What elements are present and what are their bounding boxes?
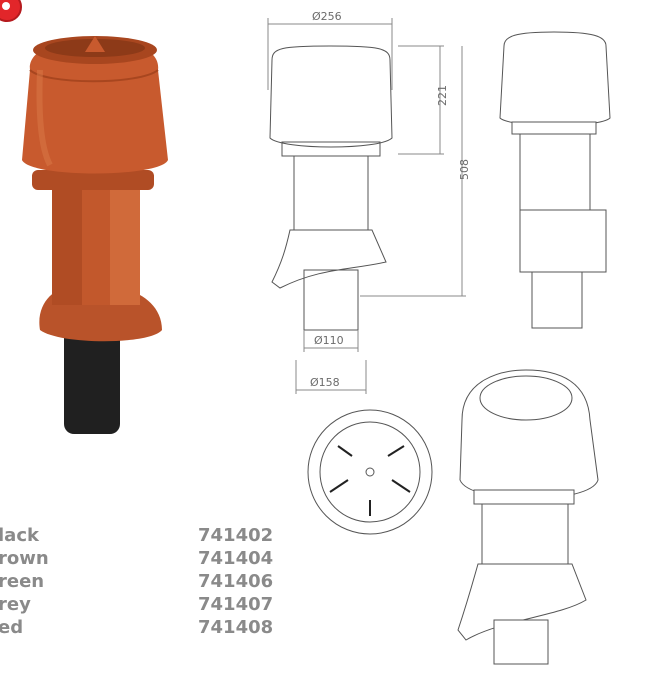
- variant-code: 741402: [198, 525, 274, 546]
- front-view-drawing: [499, 31, 611, 329]
- variant-list: lack 741402 rown 741404 reen 741406 rey …: [0, 524, 300, 639]
- top-view-drawing: [307, 409, 433, 535]
- isometric-drawing: [457, 369, 599, 665]
- product-photo: [22, 36, 168, 434]
- variant-row: rey 741407: [0, 593, 300, 616]
- dim-cap-height: 221: [436, 85, 449, 106]
- dim-pipe-diameter: Ø110: [314, 334, 344, 347]
- variant-row: reen 741406: [0, 570, 300, 593]
- variant-color: rey: [0, 594, 31, 615]
- variant-code: 741408: [198, 617, 274, 638]
- variant-row: ed 741408: [0, 616, 300, 639]
- dim-top-diameter: Ø256: [312, 10, 342, 23]
- dim-base-diameter: Ø158: [310, 376, 340, 389]
- side-view-drawing: [267, 18, 466, 394]
- red-logo-icon: [0, 0, 22, 22]
- variant-color: rown: [0, 548, 49, 569]
- variant-code: 741404: [198, 548, 274, 569]
- dim-total-height: 508: [458, 159, 471, 180]
- variant-color: ed: [0, 617, 24, 638]
- variant-row: rown 741404: [0, 547, 300, 570]
- variant-row: lack 741402: [0, 524, 300, 547]
- variant-color: reen: [0, 571, 45, 592]
- variant-code: 741406: [198, 571, 274, 592]
- variant-code: 741407: [198, 594, 274, 615]
- variant-color: lack: [0, 525, 39, 546]
